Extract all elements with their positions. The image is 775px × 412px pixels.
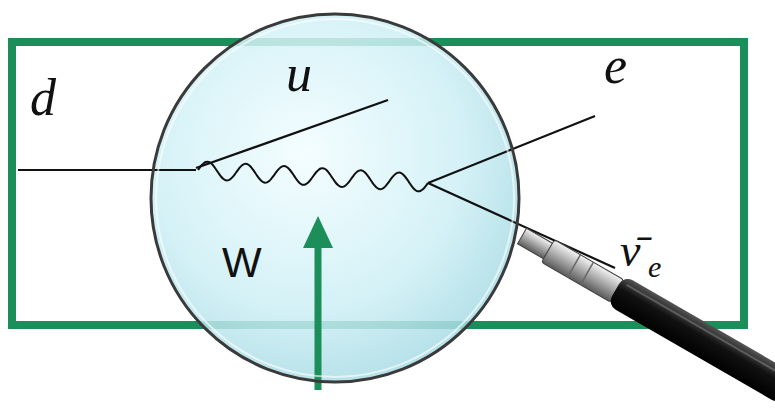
particle-lines [18, 100, 615, 268]
d-quark-line [18, 169, 196, 171]
lens-rim [151, 14, 519, 382]
quark-label: d [30, 72, 56, 124]
lens-highlight [156, 19, 514, 377]
w-boson-wave [198, 162, 428, 192]
w-boson-path [198, 162, 428, 192]
antineutrino-line [428, 183, 615, 268]
magnifier-handle [514, 221, 775, 404]
antineutrino-label: ν̄ [620, 228, 640, 274]
lepton-label: e [604, 40, 627, 92]
u-quark-line [196, 100, 388, 168]
subscript-label: e [648, 252, 661, 282]
green-arrow [303, 216, 333, 390]
lens-glass [151, 14, 519, 382]
quark-label: u [286, 48, 312, 100]
boson-label: W [222, 242, 262, 284]
